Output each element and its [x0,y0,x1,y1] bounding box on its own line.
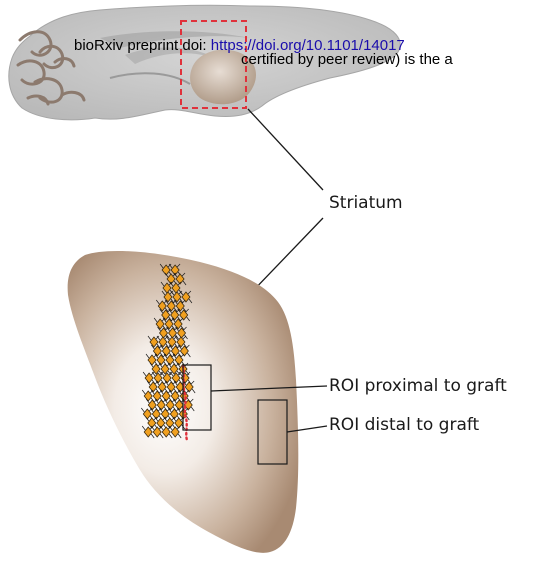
preprint-prefix: bioRxiv preprint doi: [74,37,211,54]
line-label-to-slice [250,218,323,294]
preprint-line2: certified by peer review) is the a [241,51,453,68]
line-box-to-label [248,109,323,190]
coronal-slice [68,251,299,553]
preprint-header-line2: certified by peer review) is the a [241,52,453,68]
label-striatum: Striatum [329,193,403,213]
label-roi-proximal: ROI proximal to graft [329,376,507,396]
label-roi-distal: ROI distal to graft [329,415,479,435]
